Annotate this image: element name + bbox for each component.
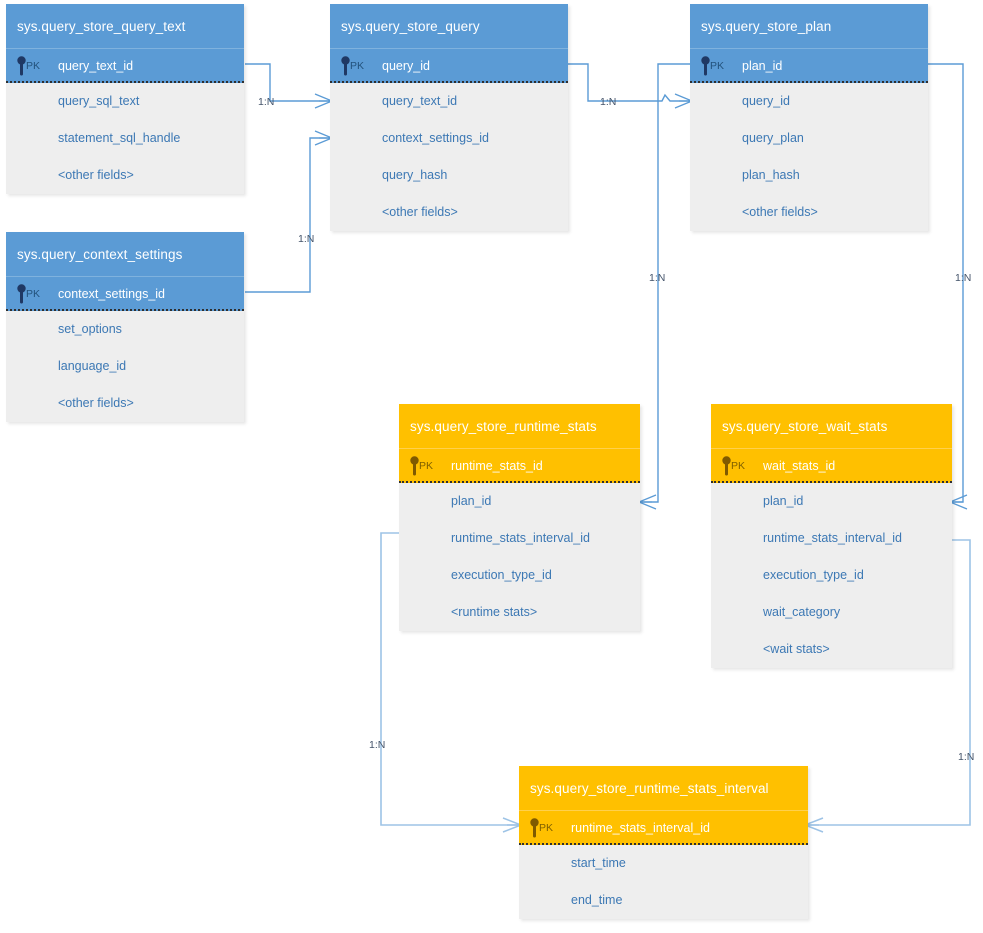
primary-key-row[interactable]: PK wait_stats_id <box>711 449 952 483</box>
cardinality-label-r1: 1:N <box>258 96 274 108</box>
attribute-row: execution_type_id <box>763 568 864 582</box>
pk-name: runtime_stats_interval_id <box>571 821 710 835</box>
attribute-row: <wait stats> <box>763 642 830 656</box>
pk-tag: PK <box>539 822 554 834</box>
attribute-row: plan_hash <box>742 168 800 182</box>
relationship-r1: 1:N <box>245 63 334 109</box>
attribute-list: plan_id runtime_stats_interval_id execut… <box>711 483 952 668</box>
pk-name: query_id <box>382 59 430 73</box>
attribute-row: statement_sql_handle <box>58 131 181 145</box>
attribute-row: <runtime stats> <box>451 605 538 619</box>
attribute-row: <other fields> <box>382 205 458 219</box>
pk-name: context_settings_id <box>58 287 166 301</box>
attribute-row: execution_type_id <box>451 568 552 582</box>
attribute-row: query_sql_text <box>58 94 140 108</box>
cardinality-label-r4: 1:N <box>649 272 665 284</box>
entity-query-store-query[interactable]: sys.query_store_query PK query_id query_… <box>330 4 568 231</box>
attribute-row: query_plan <box>742 131 804 145</box>
relationship-r3: 1:N <box>568 63 694 109</box>
key-icon <box>530 818 539 838</box>
pk-tag: PK <box>419 460 434 472</box>
entity-query-store-wait-stats[interactable]: sys.query_store_wait_stats PK wait_stats… <box>711 404 952 668</box>
key-icon <box>410 456 419 476</box>
pk-tag: PK <box>710 60 725 72</box>
cardinality-label-r5: 1:N <box>955 272 971 284</box>
entity-query-store-query-text[interactable]: sys.query_store_query_text PK query_text… <box>6 4 244 194</box>
attribute-row: query_id <box>742 94 790 108</box>
attribute-row: wait_category <box>763 605 841 619</box>
attribute-list: query_id query_plan plan_hash <other fie… <box>690 83 928 231</box>
attribute-row: plan_id <box>451 494 492 508</box>
attribute-row: <other fields> <box>58 396 134 410</box>
attribute-row: start_time <box>571 856 626 870</box>
entity-title: sys.query_store_runtime_stats_interval <box>519 766 808 811</box>
entity-title: sys.query_store_runtime_stats <box>399 404 640 449</box>
pk-name: runtime_stats_id <box>451 459 543 473</box>
primary-key-row[interactable]: PK query_id <box>330 49 568 83</box>
attribute-list: plan_id runtime_stats_interval_id execut… <box>399 483 640 631</box>
pk-tag: PK <box>26 60 41 72</box>
pk-tag: PK <box>731 460 746 472</box>
key-icon <box>701 56 710 76</box>
entity-title: sys.query_store_query_text <box>6 4 244 49</box>
attribute-row: <other fields> <box>742 205 818 219</box>
relationship-r2: 1:N <box>245 130 334 293</box>
pk-tag: PK <box>26 288 41 300</box>
attribute-row: runtime_stats_interval_id <box>763 531 902 545</box>
key-icon <box>341 56 350 76</box>
entity-title: sys.query_context_settings <box>6 232 244 277</box>
attribute-row: <other fields> <box>58 168 134 182</box>
pk-tag: PK <box>350 60 365 72</box>
primary-key-row[interactable]: PK runtime_stats_interval_id <box>519 811 808 845</box>
entity-title: sys.query_store_query <box>330 4 568 49</box>
attribute-row: context_settings_id <box>382 131 490 145</box>
entity-query-store-plan[interactable]: sys.query_store_plan PK plan_id query_id… <box>690 4 928 231</box>
entity-query-store-runtime-stats-interval[interactable]: sys.query_store_runtime_stats_interval P… <box>519 766 808 919</box>
attribute-list: query_sql_text statement_sql_handle <oth… <box>6 83 244 194</box>
primary-key-row[interactable]: PK query_text_id <box>6 49 244 83</box>
primary-key-row[interactable]: PK context_settings_id <box>6 277 244 311</box>
attribute-row: plan_id <box>763 494 804 508</box>
cardinality-label-r6: 1:N <box>369 739 385 751</box>
entity-title: sys.query_store_plan <box>690 4 928 49</box>
cardinality-label-r7: 1:N <box>958 751 974 763</box>
attribute-row: end_time <box>571 893 623 907</box>
pk-name: query_text_id <box>58 59 134 73</box>
cardinality-label-r3: 1:N <box>600 96 616 108</box>
primary-key-row[interactable]: PK plan_id <box>690 49 928 83</box>
relationship-r4: 1:N <box>637 63 690 510</box>
key-icon <box>17 56 26 76</box>
attribute-row: query_hash <box>382 168 448 182</box>
key-icon <box>17 284 26 304</box>
attribute-row: language_id <box>58 359 127 373</box>
attribute-row: runtime_stats_interval_id <box>451 531 590 545</box>
attribute-list: query_text_id context_settings_id query_… <box>330 83 568 231</box>
entity-title: sys.query_store_wait_stats <box>711 404 952 449</box>
attribute-list: set_options language_id <other fields> <box>6 311 244 422</box>
entity-query-context-settings[interactable]: sys.query_context_settings PK context_se… <box>6 232 244 422</box>
attribute-list: start_time end_time <box>519 845 808 919</box>
pk-name: plan_id <box>742 59 783 73</box>
pk-name: wait_stats_id <box>763 459 836 473</box>
cardinality-label-r2: 1:N <box>298 233 314 245</box>
entity-query-store-runtime-stats[interactable]: sys.query_store_runtime_stats PK runtime… <box>399 404 640 631</box>
key-icon <box>722 456 731 476</box>
attribute-row: query_text_id <box>382 94 458 108</box>
primary-key-row[interactable]: PK runtime_stats_id <box>399 449 640 483</box>
attribute-row: set_options <box>58 322 122 336</box>
